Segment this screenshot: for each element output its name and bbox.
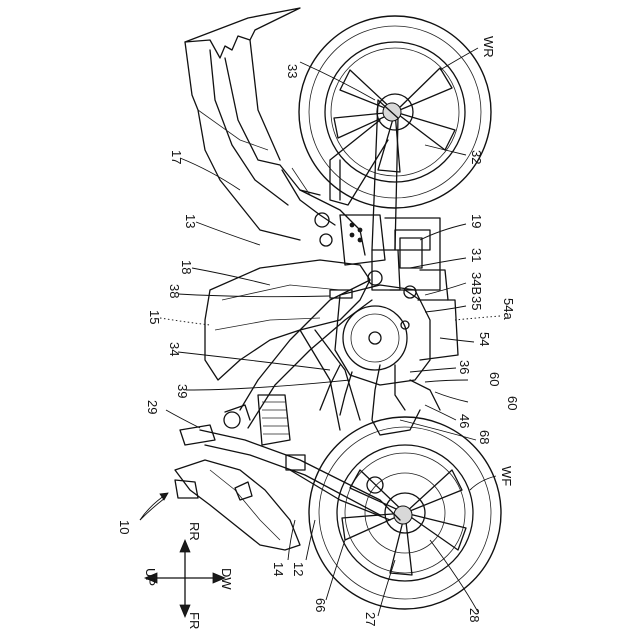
label-WR: WR <box>481 36 496 58</box>
label-35: 35 <box>469 296 484 310</box>
label-27: 27 <box>363 612 378 626</box>
compass-up-label: UP <box>143 568 158 586</box>
main-frame <box>240 280 372 430</box>
label-66: 66 <box>313 598 328 612</box>
label-54a: 54a <box>501 298 516 320</box>
front-wheel <box>309 417 501 609</box>
label-12: 12 <box>291 562 306 576</box>
compass-dw-label: DW <box>219 568 234 590</box>
label-29: 29 <box>145 400 160 414</box>
compass-fr-label: FR <box>187 612 202 629</box>
label-46: 46 <box>457 414 472 428</box>
direction-compass: UP RR FR DW <box>143 522 234 629</box>
label-10: 10 <box>117 520 132 534</box>
compass-rr-label: RR <box>187 522 202 541</box>
label-54: 54 <box>477 332 492 346</box>
label-14: 14 <box>271 562 286 576</box>
label-31: 31 <box>469 248 484 262</box>
label-28: 28 <box>467 608 482 622</box>
label-34: 34 <box>167 342 182 356</box>
label-36: 36 <box>457 360 472 374</box>
label-32: 32 <box>469 150 484 164</box>
label-34B: 34B <box>469 272 484 295</box>
rear-wheel <box>299 16 491 208</box>
label-13: 13 <box>183 214 198 228</box>
engine <box>320 270 458 435</box>
arrow-rr-icon <box>180 540 190 552</box>
label-WF: WF <box>499 466 514 486</box>
label-19: 19 <box>469 214 484 228</box>
label-18: 18 <box>179 260 194 274</box>
label-60-upper: 60 <box>487 372 502 386</box>
label-17: 17 <box>169 150 184 164</box>
label-39: 39 <box>175 384 190 398</box>
label-38: 38 <box>167 284 182 298</box>
label-68: 68 <box>477 430 492 444</box>
label-60-lower: 60 <box>505 396 520 410</box>
label-15: 15 <box>147 310 162 324</box>
rear-set <box>340 215 440 290</box>
label-33: 33 <box>285 64 300 78</box>
